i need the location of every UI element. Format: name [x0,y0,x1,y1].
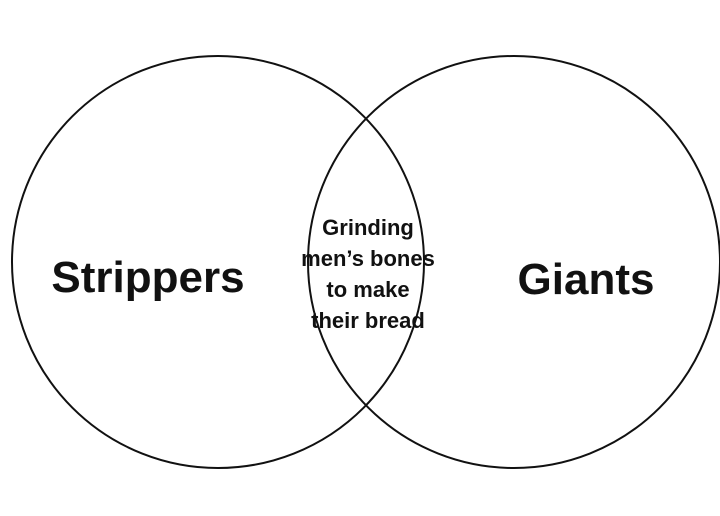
left-set-label: Strippers [51,253,244,302]
intersection-line-2: men’s bones [301,246,435,271]
intersection-line-1: Grinding [322,215,414,240]
intersection-line-3: to make [326,277,409,302]
right-circle [307,55,720,469]
right-set-label: Giants [518,255,655,304]
intersection-line-4: their bread [311,308,425,333]
left-circle [11,55,425,469]
